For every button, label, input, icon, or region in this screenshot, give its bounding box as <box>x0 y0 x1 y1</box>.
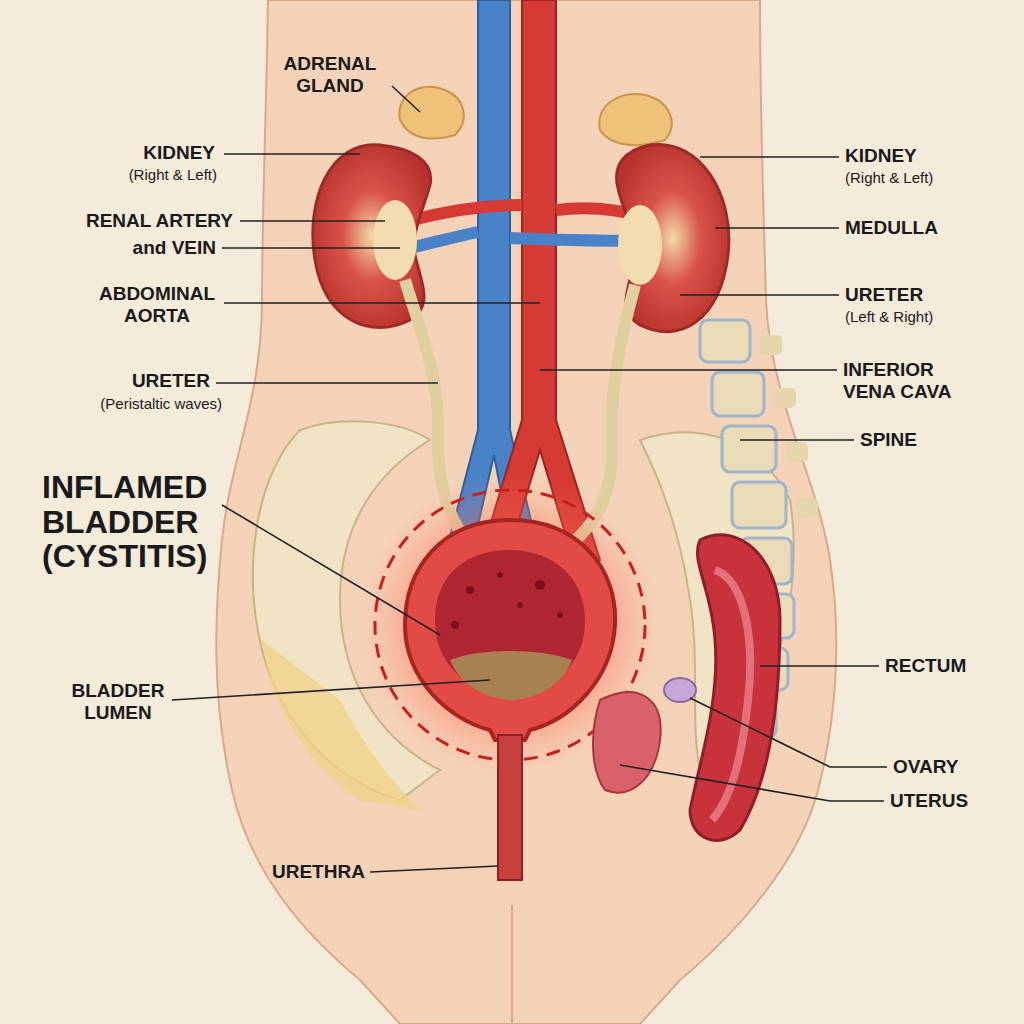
part-label: INFERIOR VENA CAVA <box>843 359 973 403</box>
part-label: BLADDER LUMEN <box>58 680 178 724</box>
rectum <box>690 535 780 841</box>
part-label: SPINE <box>860 429 917 451</box>
part-label: KIDNEY <box>143 142 215 164</box>
part-note: (Peristaltic waves) <box>100 395 222 412</box>
part-label: and VEIN <box>133 237 216 259</box>
vertebra-process <box>760 335 818 518</box>
part-note: (Right & Left) <box>845 169 933 186</box>
bladder-wall <box>405 520 615 740</box>
part-label: URETER <box>132 370 210 392</box>
part-label: KIDNEY <box>845 145 917 167</box>
lesion-spots <box>451 572 563 629</box>
renal-pelvis <box>618 205 662 285</box>
part-label: UTERUS <box>890 790 968 812</box>
part-label: URETHRA <box>272 861 365 883</box>
uterus <box>593 692 661 792</box>
part-label: ABDOMINAL AORTA <box>92 283 222 327</box>
part-note: (Left & Right) <box>845 308 933 325</box>
leader-lines <box>172 86 887 872</box>
part-label: RENAL ARTERY <box>86 210 233 232</box>
part-label: MEDULLA <box>845 217 938 239</box>
renal-pelvis <box>373 200 417 280</box>
part-label: OVARY <box>893 756 958 778</box>
bladder-urine <box>450 651 572 700</box>
leg-gap <box>511 905 513 1024</box>
urethra <box>498 735 522 880</box>
title-callout: INFLAMED BLADDER (CYSTITIS) <box>42 470 222 574</box>
body-outline <box>216 0 836 1024</box>
adrenal-gland <box>399 87 463 139</box>
part-label: ADRENAL GLAND <box>265 53 395 97</box>
part-label: URETER <box>845 284 923 306</box>
part-note: (Right & Left) <box>129 166 217 183</box>
adrenal-gland <box>599 94 671 145</box>
part-label: RECTUM <box>885 655 966 677</box>
